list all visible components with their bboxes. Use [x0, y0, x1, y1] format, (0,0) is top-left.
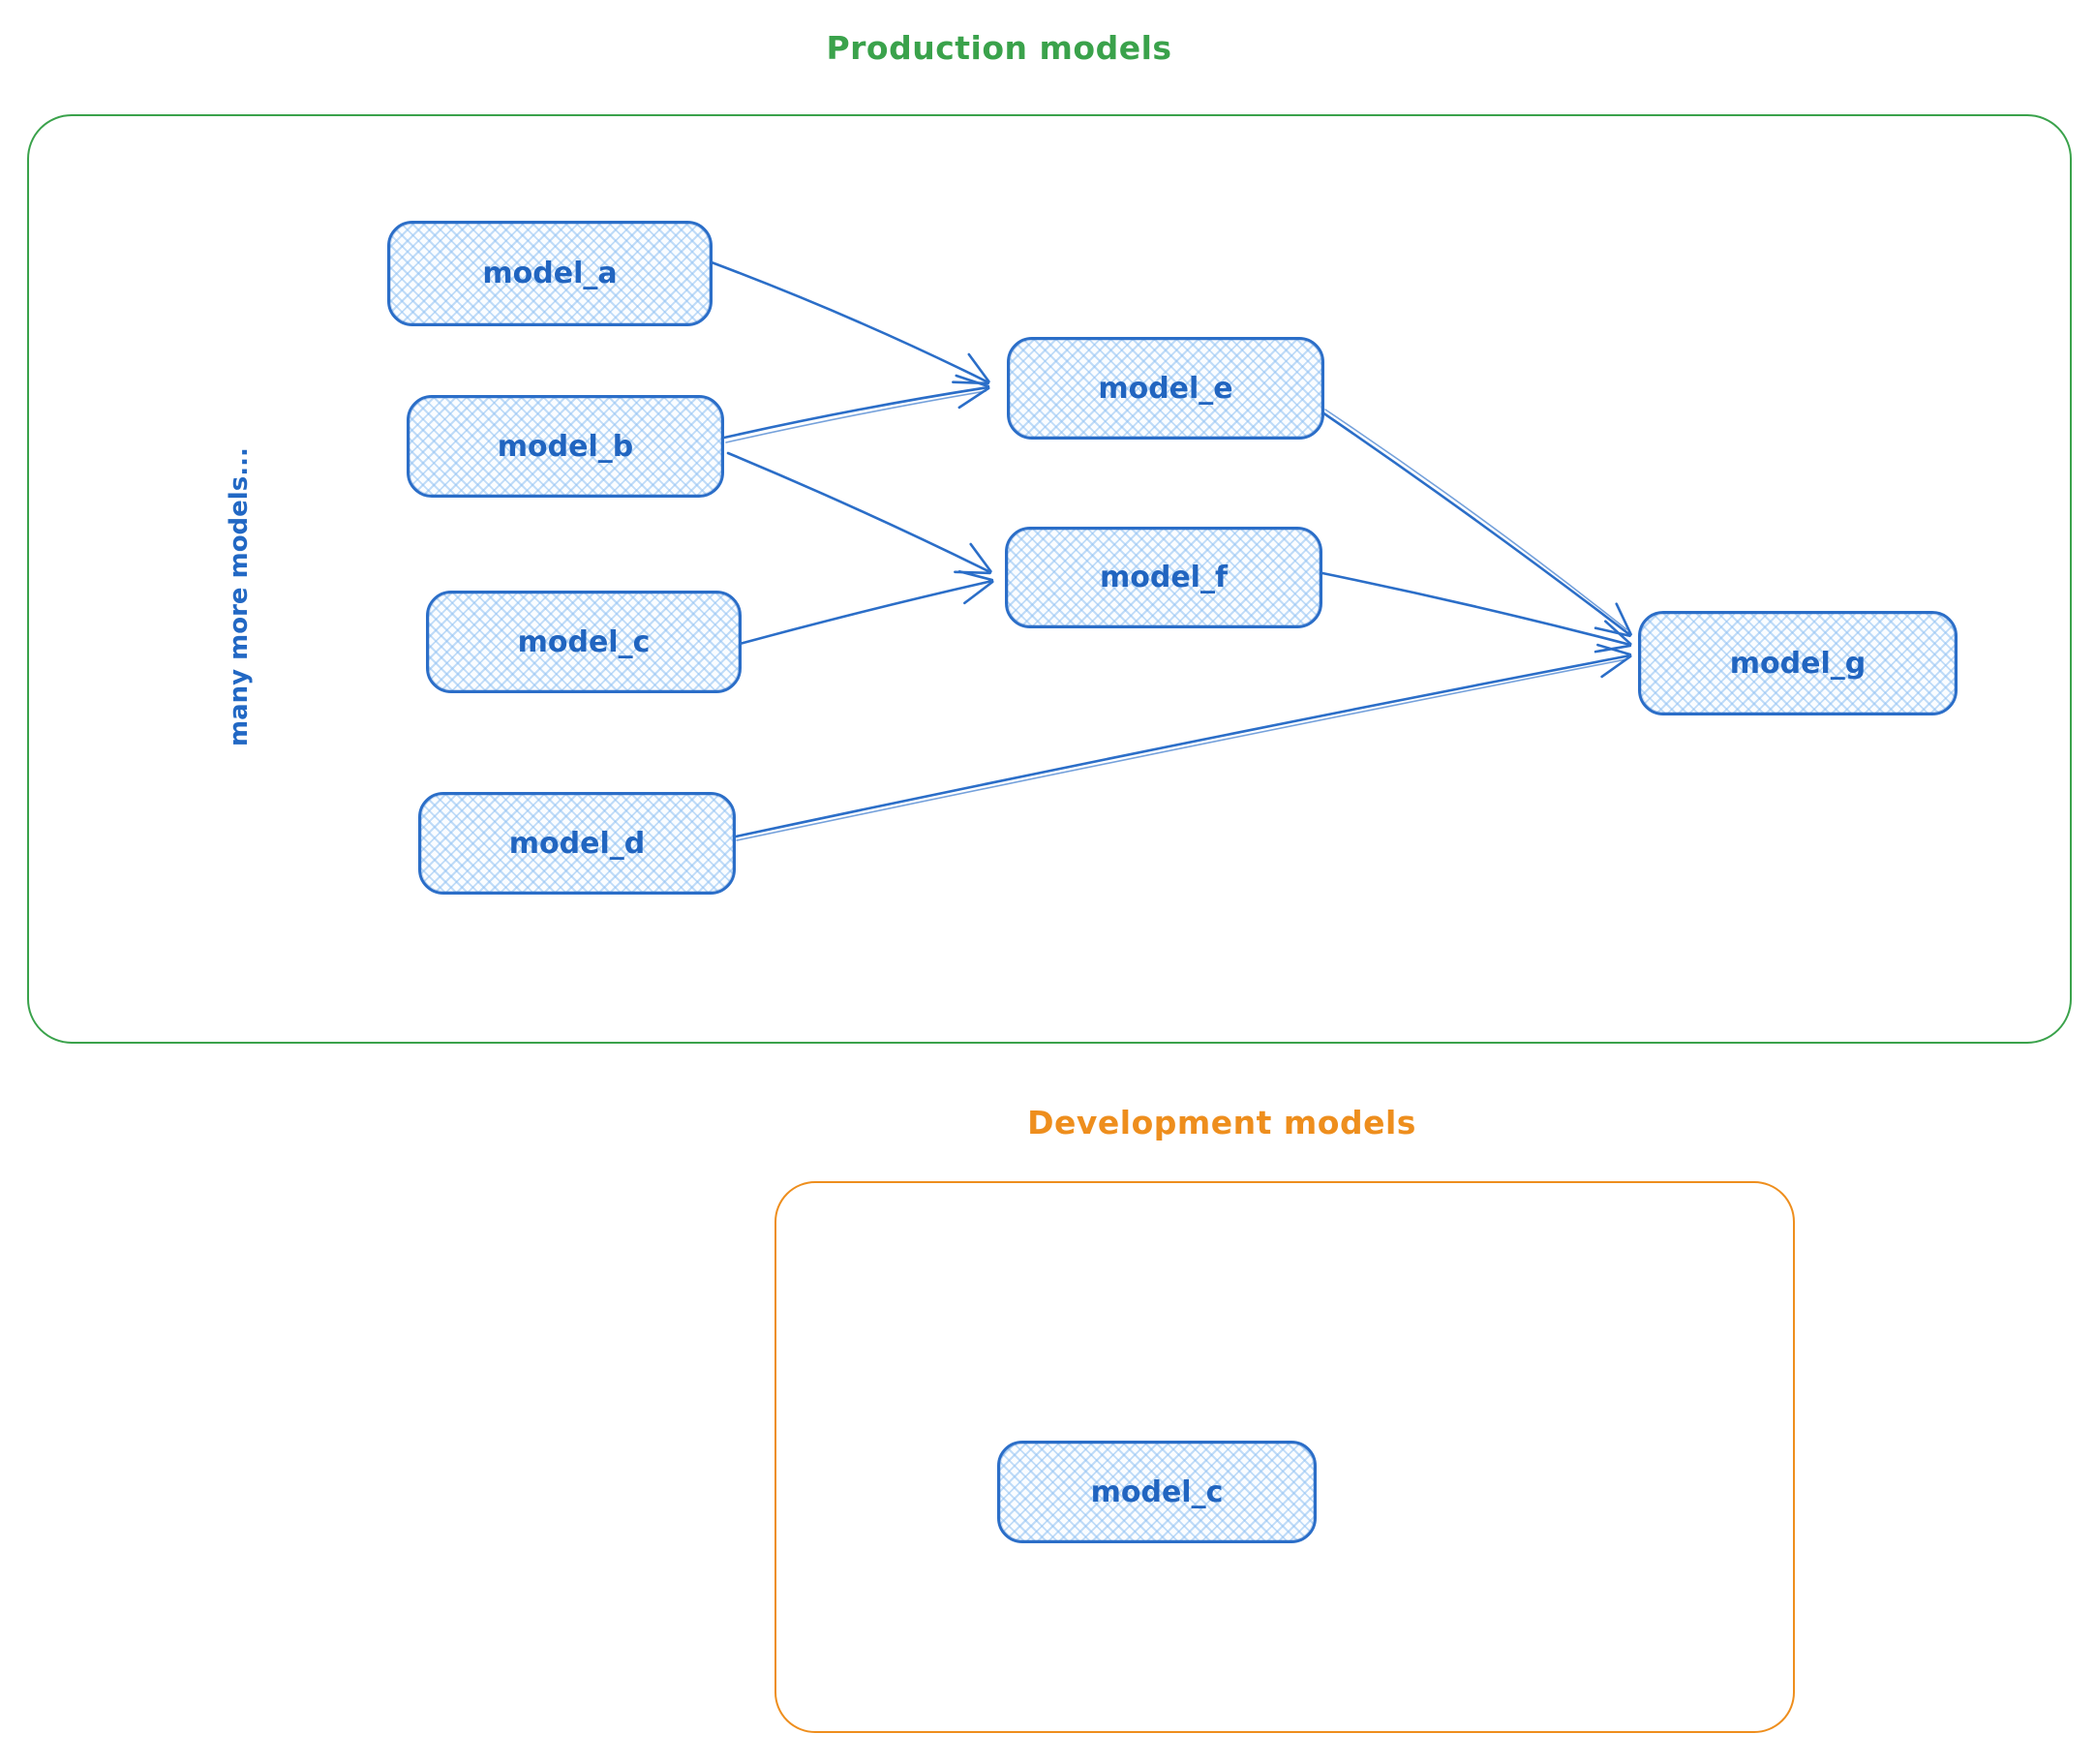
- node-model-c: model_c: [426, 591, 742, 693]
- node-dev-model-c-label: model_c: [1090, 1475, 1224, 1509]
- node-model-e: model_e: [1007, 337, 1324, 440]
- production-container: [27, 114, 2072, 1044]
- development-container: [774, 1181, 1795, 1733]
- node-model-b: model_b: [407, 395, 724, 498]
- many-more-models-label: many more models...: [225, 447, 254, 746]
- node-model-f: model_f: [1005, 527, 1322, 628]
- node-model-g-label: model_g: [1729, 646, 1867, 681]
- node-model-a-label: model_a: [482, 257, 618, 290]
- node-model-a: model_a: [387, 221, 713, 326]
- node-model-e-label: model_e: [1098, 371, 1233, 406]
- node-model-f-label: model_f: [1099, 561, 1229, 594]
- node-model-d: model_d: [418, 792, 736, 895]
- development-section-title: Development models: [1027, 1104, 1416, 1141]
- node-model-c-label: model_c: [517, 624, 651, 659]
- node-model-g: model_g: [1638, 611, 1958, 715]
- node-model-d-label: model_d: [508, 826, 646, 861]
- node-dev-model-c: model_c: [997, 1441, 1317, 1543]
- production-section-title: Production models: [826, 29, 1172, 67]
- node-model-b-label: model_b: [497, 429, 634, 464]
